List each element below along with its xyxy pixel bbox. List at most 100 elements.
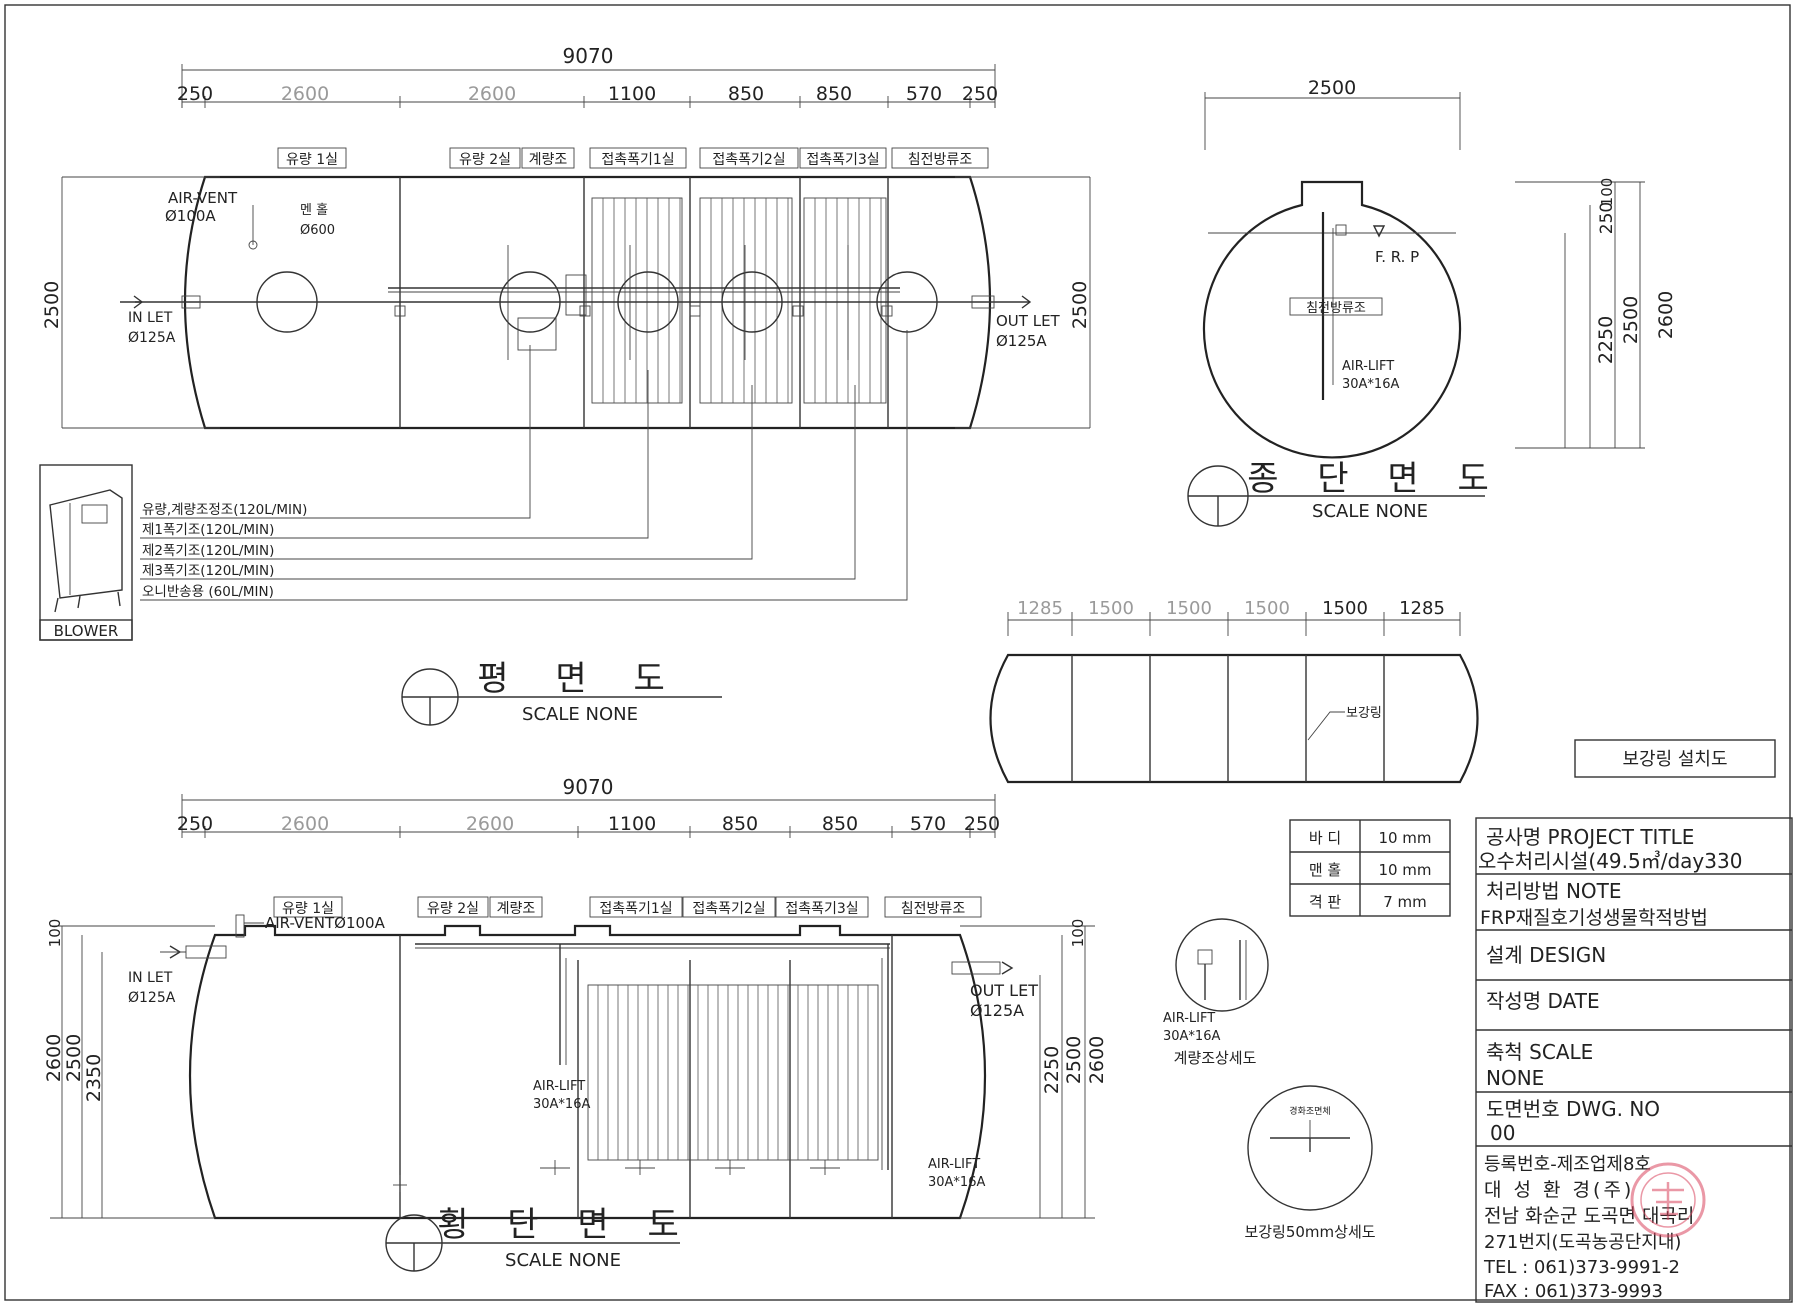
cross-airlift-left-2: 30A*16A (533, 1097, 590, 1112)
long-frp: F. R. P (1375, 248, 1419, 266)
cross-outlet-2: Ø125A (970, 1001, 1024, 1020)
cross-media-blocks (587, 984, 879, 1161)
cross-total-dim: 9070 (563, 775, 614, 799)
long-title: 종 단 면 도 (1247, 459, 1503, 499)
cross-dim-6: 570 (910, 813, 946, 835)
plan-manhole-1: 멘 홀 (300, 203, 328, 218)
tb-note-label: 처리방법 NOTE (1486, 879, 1622, 903)
long-dim-100: 100 (1598, 178, 1616, 207)
blower-line-3: 제3폭기조(120L/MIN) (142, 563, 274, 579)
detail1-title: 계량조상세도 (1174, 1049, 1257, 1067)
plan-total-dim: 9070 (563, 44, 614, 68)
long-airlift-2: 30A*16A (1342, 377, 1399, 392)
plan-media-blocks (591, 197, 887, 404)
cross-room-2: 계량조 (497, 901, 536, 917)
plan-scale: SCALE NONE (522, 704, 638, 725)
detail2-title: 보강링50mm상세도 (1244, 1223, 1375, 1241)
tb-company-2: 전남 화순군 도곡면 대곡리 (1484, 1205, 1694, 1227)
plan-room-3: 접촉폭기1실 (601, 152, 674, 168)
cross-section: 9070 250 2600 2600 1100 850 850 570 250 … (43, 775, 1108, 1272)
water-level-icon (1372, 225, 1386, 238)
detail1-airlift-2: 30A*16A (1163, 1029, 1220, 1044)
cross-room-5: 접촉폭기3실 (785, 901, 858, 917)
plan-air-vent-1: AIR-VENT (168, 189, 238, 207)
ring-dim-4: 1500 (1322, 598, 1368, 619)
detail2-inner: 경화조면체 (1289, 1105, 1330, 1117)
cross-dim-2: 2600 (466, 813, 514, 835)
plan-room-5: 접촉폭기3실 (806, 152, 879, 168)
thickness-value-0: 10 mm (1378, 829, 1431, 847)
cross-air-vent: AIR-VENTØ100A (265, 914, 386, 932)
ring-label: 보강링 (1346, 706, 1382, 721)
plan-title: 평 면 도 (477, 659, 682, 699)
tb-dwg-value: 00 (1490, 1121, 1515, 1145)
inlet-arrow-icon (133, 295, 144, 309)
ring-dim-3: 1500 (1244, 598, 1290, 619)
cross-left-dim-100: 100 (46, 919, 64, 948)
plan-room-4: 접촉폭기2실 (712, 152, 785, 168)
air-vent-pipe-icon (235, 914, 245, 938)
tb-project-value: 오수처리시설(49.5㎥/day330 (1478, 849, 1742, 873)
blower-label: BLOWER (54, 622, 119, 640)
cross-dim-3: 1100 (608, 813, 656, 835)
ring-dim-5: 1285 (1399, 598, 1445, 619)
tb-company-3: 271번지(도곡농공단지내) (1484, 1232, 1681, 1253)
plan-outlet-1: OUT LET (996, 312, 1061, 330)
tb-scale-label: 축척 SCALE (1486, 1040, 1593, 1064)
sheet-border (4, 4, 1791, 1301)
plan-room-1: 유량 2실 (459, 152, 511, 168)
long-dim-2500: 2500 (1620, 296, 1642, 344)
ring-tank-outline (989, 653, 1479, 784)
ring-dim-2: 1500 (1166, 598, 1212, 619)
manhole-circle (256, 271, 318, 333)
cross-room-1: 유량 2실 (427, 901, 479, 917)
long-dim-250: 250 (1597, 202, 1617, 234)
cross-left-dim-2350: 2350 (83, 1054, 105, 1102)
cross-airlift-right-1: AIR-LIFT (928, 1157, 980, 1172)
outlet-arrow-icon (1021, 295, 1032, 309)
metering-tank-detail: AIR-LIFT 30A*16A 계량조상세도 (1163, 918, 1269, 1067)
plan-inlet-1: IN LET (128, 310, 173, 326)
cross-dim-1: 2600 (281, 813, 329, 835)
tb-design: 설계 DESIGN (1486, 943, 1606, 967)
cross-right-dim-2600: 2600 (1086, 1036, 1108, 1084)
plan-dim-1: 2600 (281, 83, 329, 105)
cross-dim-5: 850 (822, 813, 858, 835)
tb-company-5: FAX : 061)373-9993 (1484, 1281, 1663, 1302)
cross-title: 횡 단 면 도 (437, 1205, 693, 1245)
cross-room-6: 침전방류조 (901, 901, 966, 917)
thickness-name-0: 바 디 (1309, 829, 1341, 847)
cross-dim-0: 250 (177, 813, 213, 835)
thickness-value-2: 7 mm (1383, 893, 1427, 911)
long-scale: SCALE NONE (1312, 501, 1428, 522)
cross-room-3: 접촉폭기1실 (599, 901, 672, 917)
tb-project-label: 공사명 PROJECT TITLE (1486, 825, 1694, 849)
cross-outlet-arrow-icon (1001, 961, 1014, 975)
plan-inlet-2: Ø125A (128, 330, 176, 346)
blower-line-0: 유량,계량조정조(120L/MIN) (142, 502, 307, 518)
reinforcing-ring-view: 1285 1500 1500 1500 1500 1285 보강링 보강링 설치… (989, 598, 1776, 784)
tb-dwg-label: 도면번호 DWG. NO (1486, 1097, 1660, 1121)
cross-room-0: 유량 1실 (282, 901, 334, 917)
ring-dim-1: 1500 (1088, 598, 1134, 619)
plan-manhole-2: Ø600 (300, 223, 335, 238)
cross-dim-7: 250 (964, 813, 1000, 835)
long-tank-circle (1202, 180, 1462, 459)
cross-left-dim-2600: 2600 (43, 1034, 65, 1082)
cross-inlet-1: IN LET (128, 970, 173, 986)
cross-right-dim-2250: 2250 (1041, 1046, 1063, 1094)
blower-line-4: 오니반송용 (60L/MIN) (142, 584, 274, 600)
cross-right-dim-100: 100 (1069, 919, 1087, 948)
long-dim-2600: 2600 (1655, 291, 1677, 339)
blower-unit: BLOWER 유량,계량조정조(120L/MIN) 제1폭기조(120L/MIN… (39, 464, 307, 641)
ring-title: 보강링 설치도 (1622, 749, 1727, 770)
cross-right-dim-2500: 2500 (1063, 1036, 1085, 1084)
cross-dim-4: 850 (722, 813, 758, 835)
long-dim-2250: 2250 (1595, 316, 1617, 364)
plan-outlet-2: Ø125A (996, 332, 1047, 350)
cross-left-dim-2500: 2500 (63, 1034, 85, 1082)
thickness-name-2: 격 판 (1309, 893, 1342, 911)
cross-tank-outline (188, 924, 987, 1220)
long-room: 침전방류조 (1306, 301, 1366, 316)
